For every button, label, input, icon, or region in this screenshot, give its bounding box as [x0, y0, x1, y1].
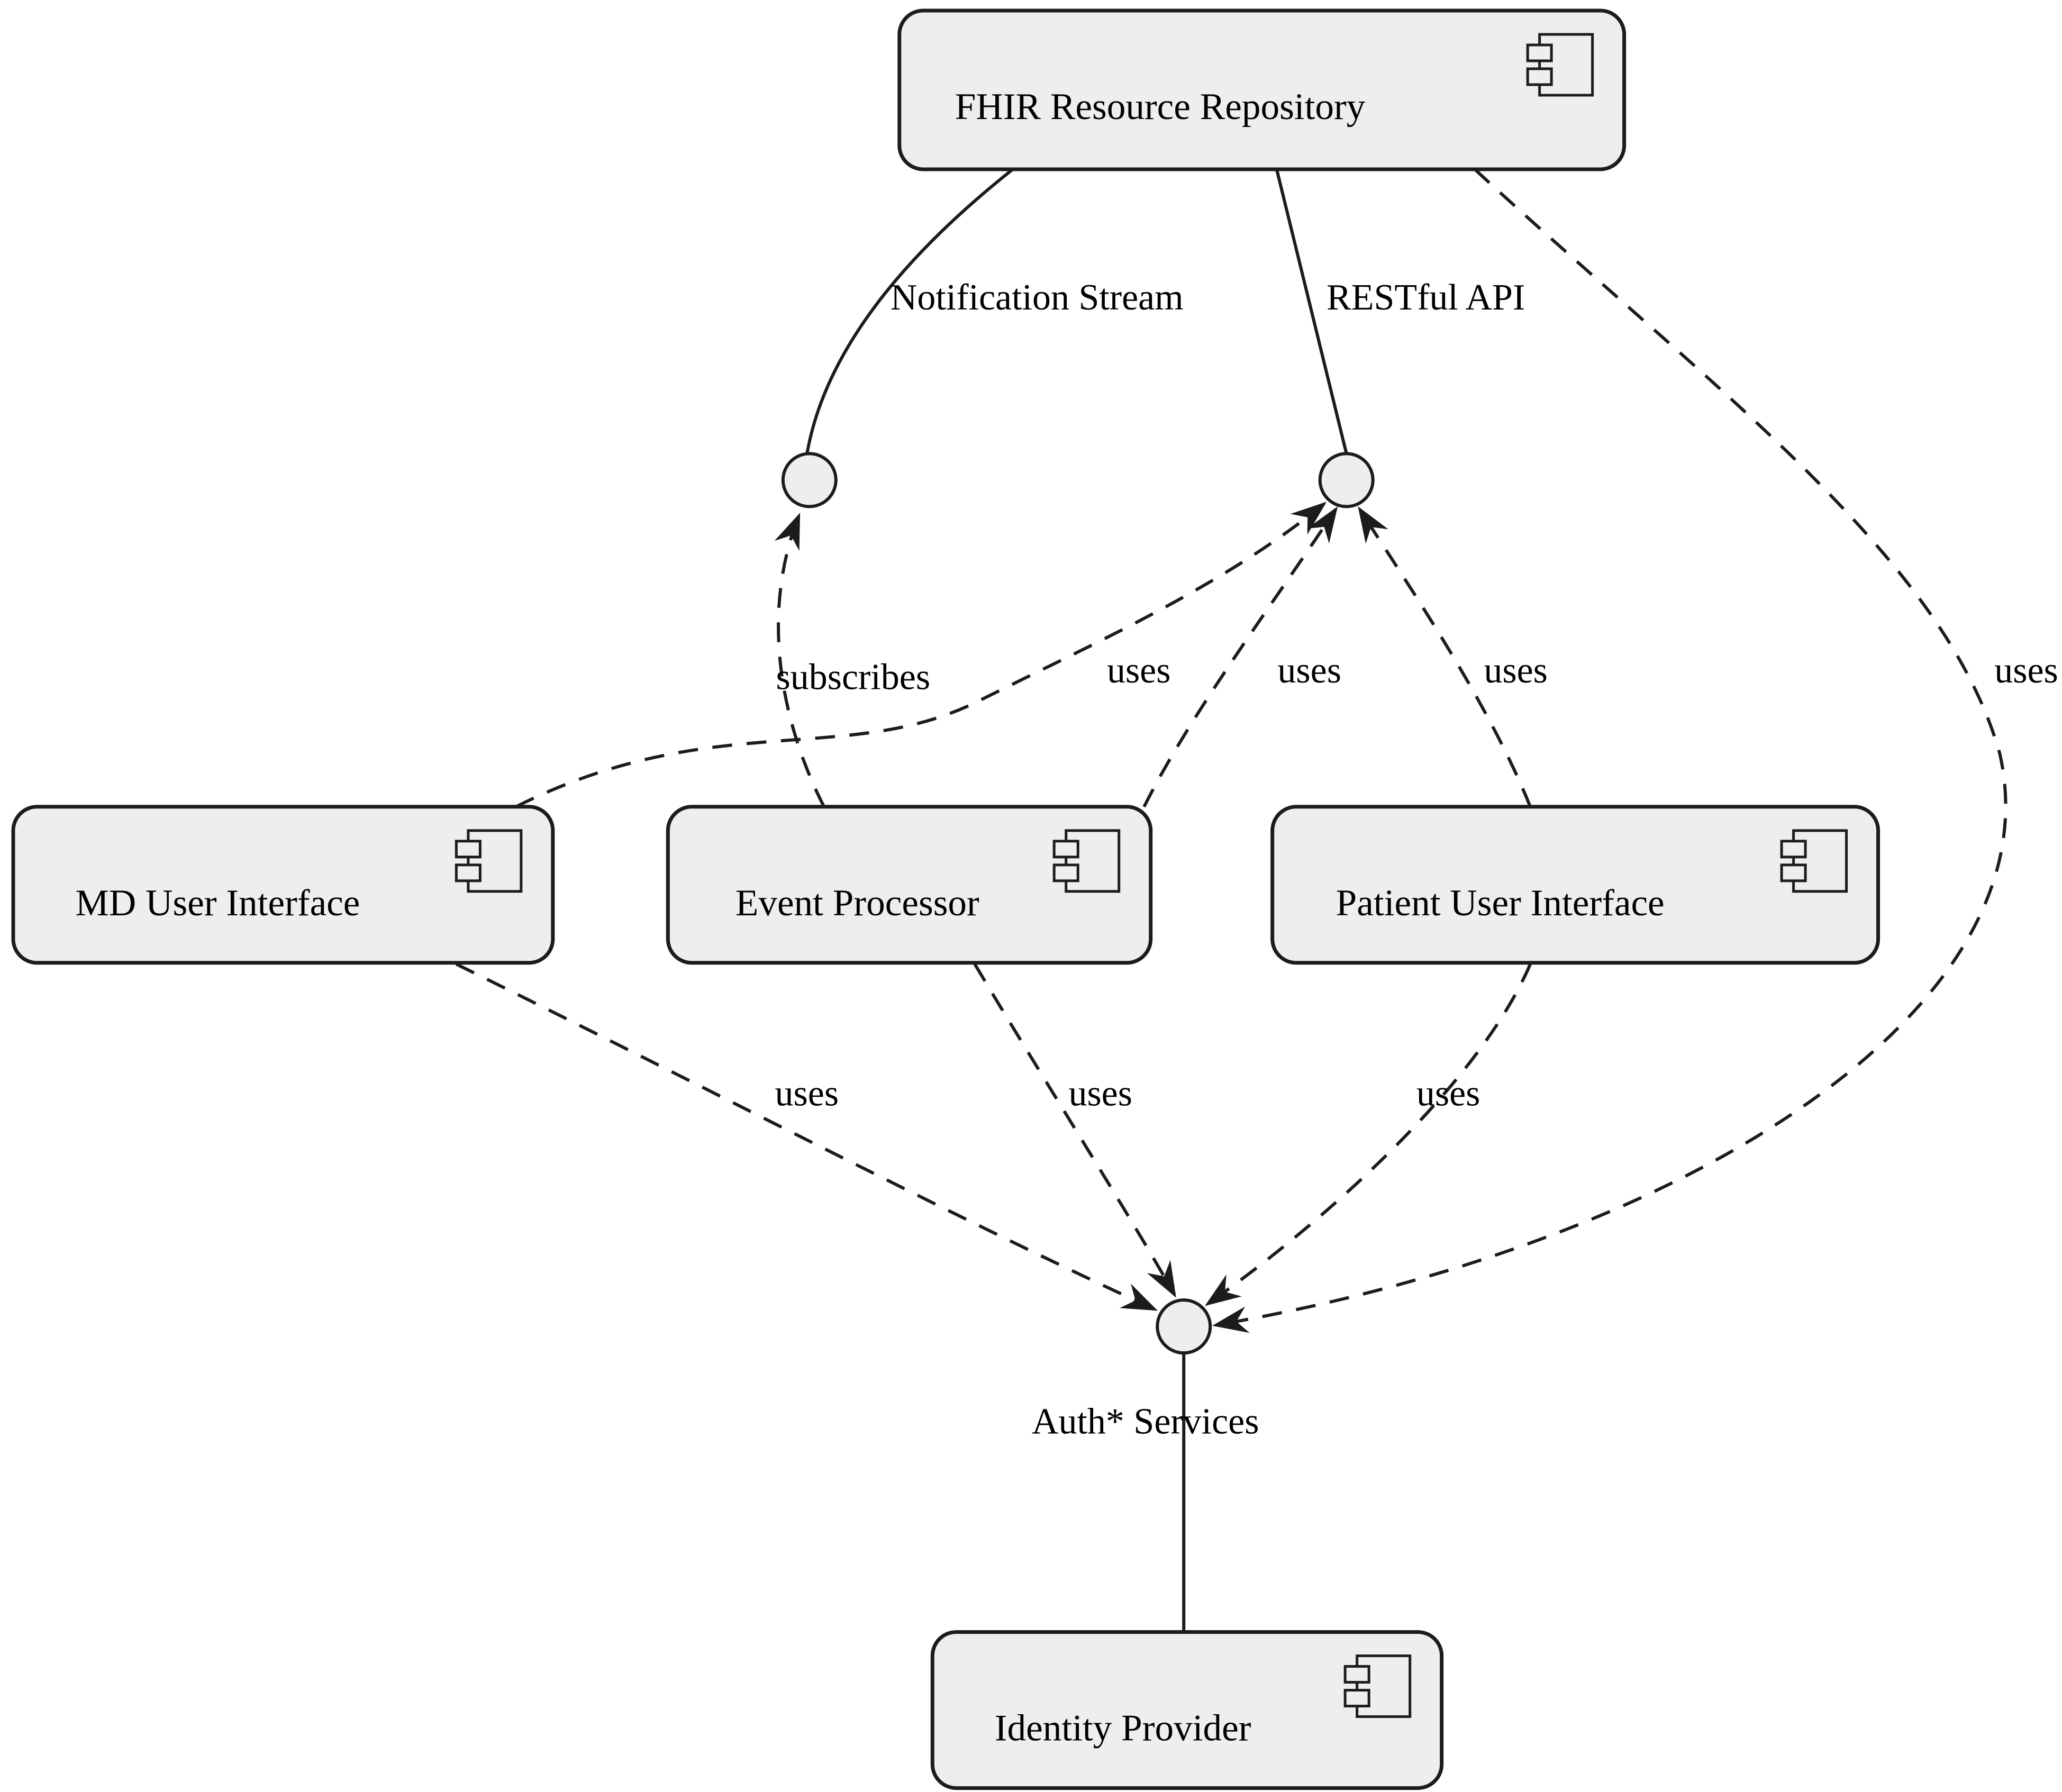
component-label: Identity Provider [995, 1708, 1251, 1749]
interface-circle-notification-stream [781, 452, 838, 508]
component-patient-user-interface: Patient User Interface [1270, 805, 1881, 965]
edge-fhir-notification-stream [805, 167, 1016, 456]
edge-label-uses-event-rest: uses [1277, 650, 1341, 691]
component-icon-body [1065, 829, 1121, 893]
edge-fhir-restful-api [1275, 167, 1348, 454]
edge-label-uses-patient-auth: uses [1416, 1074, 1480, 1114]
interface-circle-auth-services [1156, 1298, 1212, 1355]
edge-fhir-uses-auth-services [1212, 168, 2008, 1333]
component-icon-body [1538, 33, 1594, 97]
component-icon-body [1792, 829, 1848, 893]
component-icon-tab [1343, 1665, 1370, 1684]
component-icon-tab [1780, 840, 1807, 859]
component-icon-tab [1526, 43, 1553, 62]
edge-label-uses-fhir-auth: uses [1994, 650, 2058, 691]
edge-label-uses-patient-rest: uses [1484, 650, 1548, 691]
component-box [1270, 805, 1881, 965]
edge-label-uses-md-rest: uses [1107, 650, 1171, 691]
component-label: Event Processor [735, 883, 979, 924]
labels: Notification Stream RESTful API Auth* Se… [775, 277, 2058, 1442]
component-icon-tab [1526, 67, 1553, 86]
component-label: MD User Interface [75, 883, 360, 924]
component-fhir-resource-repository: FHIR Resource Repository [897, 8, 1627, 171]
interface-label-restful-api: RESTful API [1327, 277, 1525, 318]
edge-label-uses-md-auth: uses [775, 1074, 839, 1114]
component-event-processor: Event Processor [666, 805, 1153, 965]
component-box [897, 8, 1627, 171]
component-identity-provider: Identity Provider [930, 1630, 1444, 1790]
component-icon [1052, 829, 1121, 893]
component-icon-tab [1052, 863, 1079, 883]
component-icon [455, 829, 523, 893]
edge-md-ui-uses-restful-api [515, 502, 1327, 808]
component-icon [1526, 33, 1594, 97]
component-icon-tab [455, 863, 482, 883]
edge-event-processor-uses-auth-services [973, 963, 1176, 1298]
edges [456, 167, 2008, 1632]
component-icon-body [467, 829, 523, 893]
edge-label-uses-event-auth: uses [1068, 1074, 1132, 1114]
edge-patient-ui-uses-auth-services [1205, 963, 1532, 1306]
component-icon-tab [1780, 863, 1807, 883]
interface-label-auth-services: Auth* Services [1032, 1402, 1259, 1442]
component-md-user-interface: MD User Interface [11, 805, 555, 965]
component-label: FHIR Resource Repository [955, 86, 1366, 128]
component-icon-tab [455, 840, 482, 859]
component-icon [1343, 1654, 1412, 1718]
edge-md-ui-uses-auth-services [456, 962, 1158, 1311]
component-box [930, 1630, 1444, 1790]
component-icon [1780, 829, 1848, 893]
interface-label-notification-stream: Notification Stream [891, 277, 1184, 318]
edge-label-subscribes: subscribes [776, 657, 931, 697]
edge-event-processor-subscribes-notification-stream [774, 512, 825, 808]
component-icon-tab [1052, 840, 1079, 859]
edge-event-processor-uses-restful-api [1142, 506, 1338, 808]
component-box [11, 805, 555, 965]
interfaces [781, 452, 1375, 1355]
component-label: Patient User Interface [1336, 883, 1665, 924]
edge-patient-ui-uses-restful-api [1358, 506, 1532, 807]
components: FHIR Resource Repository MD User Interfa… [11, 8, 1881, 1790]
component-icon-tab [1343, 1689, 1370, 1708]
component-box [666, 805, 1153, 965]
interface-circle-restful-api [1318, 452, 1375, 508]
component-icon-body [1356, 1654, 1412, 1718]
